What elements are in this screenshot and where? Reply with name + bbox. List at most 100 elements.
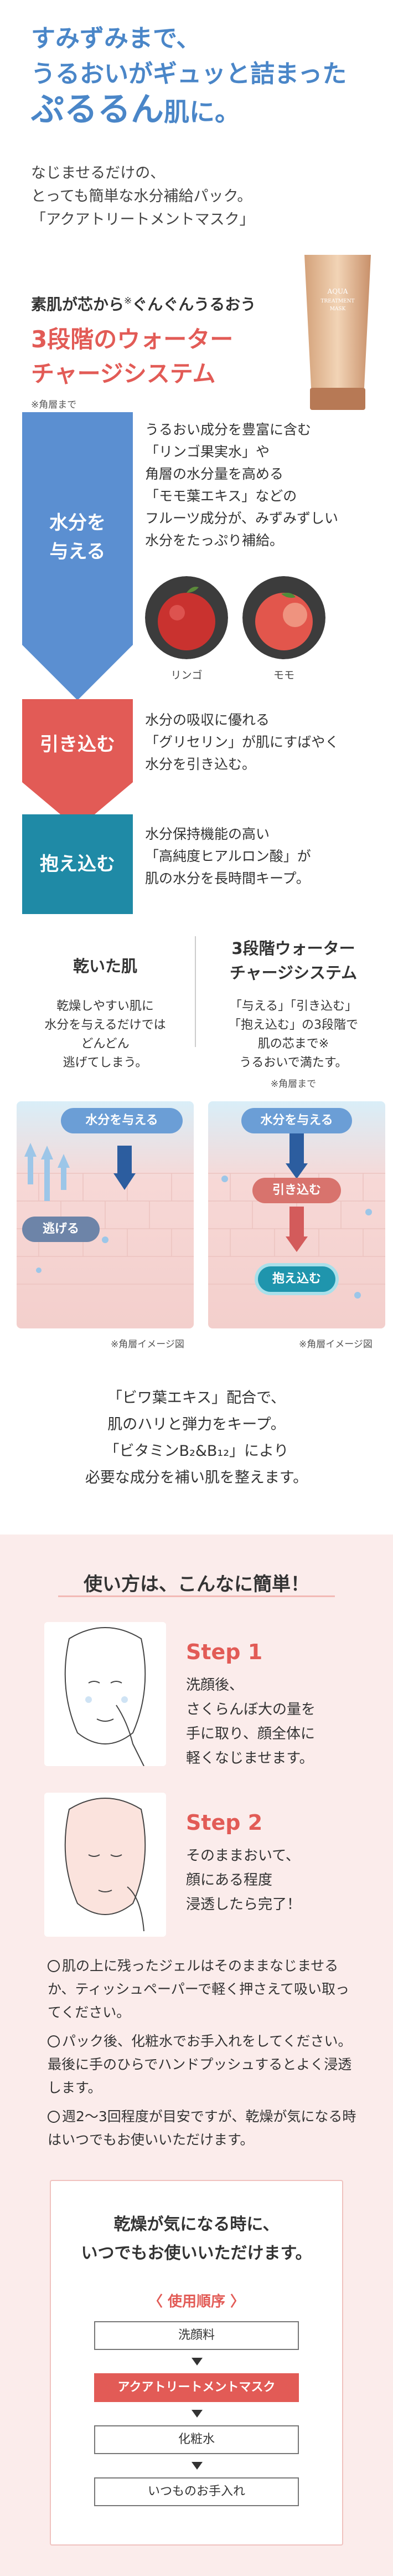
charge-title-2: チャージシステム <box>229 963 358 982</box>
dry-line: 逃げてしまう。 <box>63 1056 148 1070</box>
step-2-face-illustration <box>44 1793 166 1937</box>
usage-note-3-text: 週2～3回程度が目安ですが、乾燥が気になる時はいつでもお使いいただけます。 <box>48 2108 356 2148</box>
hero-emphasis: ぷるるん <box>31 90 164 129</box>
charge-line: 「与える」「引き込む」 <box>229 999 358 1013</box>
step-1-line: 「モモ葉エキス」などの <box>145 488 297 504</box>
product-brand-1: AQUA <box>327 288 348 295</box>
charge-system-diagram <box>208 1101 385 1328</box>
step-1-description: うるおい成分を豊富に含む 「リンゴ果実水」や 角層の水分量を高める 「モモ葉エキ… <box>145 419 338 552</box>
charge-body: 「与える」「引き込む」 「抱え込む」の3段階で 肌の芯まで※ うるおいで満たす。 <box>205 997 382 1073</box>
step-1-text-line: 軽くなじませます。 <box>186 1750 314 1767</box>
order-arrow-icon <box>192 2462 203 2470</box>
hero-line-3: ぷるるん肌に。 <box>31 92 347 130</box>
step-1-line: 「リンゴ果実水」や <box>145 444 270 460</box>
step-1-heading: Step 1 <box>186 1640 263 1664</box>
lead-part-a: 素肌が芯から <box>31 295 125 314</box>
water-charge-note: ※角層まで <box>31 399 77 410</box>
water-charge-title: 3段階のウォーター チャージシステム <box>31 322 233 391</box>
order-lead-2: いつでもお使いいただけます。 <box>81 2244 312 2263</box>
charge-pull-pill: 引き込む <box>252 1178 341 1203</box>
closing-text: 「ビワ葉エキス」配合で、 肌のハリと弾力をキープ。 「ビタミンB₂&B₁₂」によ… <box>0 1385 393 1491</box>
water-charge-title-1: 3段階のウォーター <box>31 326 234 353</box>
hero-subtext: なじませるだけの、 とっても簡単な水分補給パック。 「アクアトリートメントマスク… <box>31 162 255 232</box>
charge-line: 「抱え込む」の3段階で <box>229 1018 358 1032</box>
step-1-face-illustration <box>44 1622 166 1766</box>
step-1-text: 洗顔後、 さくらんぼ大の量を 手に取り、顔全体に 軽くなじませます。 <box>186 1673 316 1771</box>
howto-underline <box>58 1595 335 1597</box>
bullet-circle-icon <box>48 2111 60 2123</box>
charge-give-pill: 水分を与える <box>241 1108 352 1133</box>
step-1-line: フルーツ成分が、みずみずしい <box>145 510 339 526</box>
step-3-line: 「高純度ヒアルロン酸」が <box>145 848 311 864</box>
dry-skin-title: 乾いた肌 <box>73 957 137 976</box>
charge-line: 肌の芯まで※ <box>257 1037 329 1051</box>
charge-caption: ※角層イメージ図 <box>299 1339 373 1350</box>
dry-give-pill: 水分を与える <box>61 1108 183 1133</box>
order-step-toner: 化粧水 <box>94 2425 299 2454</box>
bullet-circle-icon <box>48 1960 60 1972</box>
peach-caption: モモ <box>273 669 294 681</box>
water-charge-lead: 素肌が芯から※ぐんぐんうるおう <box>31 293 256 315</box>
dry-skin-diagram <box>17 1101 194 1328</box>
closing-line: 肌のハリと弾力をキープ。 <box>107 1416 286 1433</box>
order-arrow-icon <box>192 2410 203 2418</box>
usage-note-3: 週2～3回程度が目安ですが、乾燥が気になる時はいつでもお使いいただけます。 <box>48 2105 358 2152</box>
order-step-cleanser: 洗顔料 <box>94 2321 299 2350</box>
apple-caption: リンゴ <box>170 669 203 681</box>
step-1-text-line: さくらんぼ大の量を <box>186 1701 316 1718</box>
product-brand-3: MASK <box>330 306 346 312</box>
order-lead: 乾燥が気になる時に、 いつでもお使いいただけます。 <box>0 2210 393 2268</box>
usage-note-1: 肌の上に残ったジェルはそのままなじませるか、ティッシュペーパーで軽く押さえて吸い… <box>48 1954 358 2024</box>
charge-hold-pill: 抱え込む <box>258 1266 335 1292</box>
order-heading: 〈 使用順序 〉 <box>148 2293 245 2310</box>
closing-line: 「ビワ葉エキス」配合で、 <box>107 1389 286 1407</box>
step-3-label: 抱え込む <box>40 853 115 875</box>
step-1-text-line: 手に取り、顔全体に <box>186 1726 315 1742</box>
dry-line: 乾燥しやすい肌に <box>56 999 154 1013</box>
step-2-line: 水分の吸収に優れる <box>145 712 270 728</box>
step-1-label-2: 与える <box>49 541 106 563</box>
lead-part-b: ぐんぐんうるおう <box>132 295 256 314</box>
order-arrow-icon <box>192 2358 203 2365</box>
usage-note-2-text: パック後、化粧水でお手入れをしてください。最後に手のひらでハンドプッシュするとよ… <box>48 2033 352 2096</box>
usage-note-1-text: 肌の上に残ったジェルはそのままなじませるか、ティッシュペーパーで軽く押さえて吸い… <box>48 1958 350 2020</box>
charge-line: うるおいで満たす。 <box>239 1056 348 1070</box>
usage-note-2: パック後、化粧水でお手入れをしてください。最後に手のひらでハンドプッシュするとよ… <box>48 2030 358 2100</box>
step-3-description: 水分保持機能の高い 「高純度ヒアルロン酸」が 肌の水分を長時間キープ。 <box>145 823 311 890</box>
bullet-circle-icon <box>48 2035 60 2048</box>
step-2-line: 水分を引き込む。 <box>145 756 256 772</box>
comparison-divider <box>195 936 196 1047</box>
step-2-arrow-shape <box>22 699 133 829</box>
dry-skin-body: 乾燥しやすい肌に 水分を与えるだけでは どんどん 逃げてしまう。 <box>17 997 194 1073</box>
closing-line: 必要な成分を補い肌を整えます。 <box>85 1469 308 1486</box>
apple-image <box>145 576 228 659</box>
water-charge-title-2: チャージシステム <box>31 360 216 387</box>
lead-mark: ※ <box>124 295 132 307</box>
step-2-heading: Step 2 <box>186 1810 263 1835</box>
step-3-line: 水分保持機能の高い <box>145 826 270 842</box>
step-2-text: そのままおいて、 顔にある程度 浸透したら完了！ <box>186 1844 301 1917</box>
step-1-line: うるおい成分を豊富に含む <box>145 422 312 438</box>
peach-image <box>242 576 325 659</box>
charge-title-1: 3段階ウォーター <box>231 939 355 958</box>
hero-line-3-rest: 肌に。 <box>164 97 240 127</box>
hero-line-1: すみずみまで、 <box>31 24 201 53</box>
order-step-mask: アクアトリートメントマスク <box>94 2373 299 2402</box>
hero-line-2: うるおいがギュッと詰まった <box>31 60 347 88</box>
charge-note: ※角層まで <box>270 1079 317 1090</box>
howto-title: 使い方は、こんなに簡単！ <box>84 1573 309 1595</box>
product-brand-2: TREATMENT <box>320 299 354 304</box>
dry-caption: ※角層イメージ図 <box>111 1339 184 1350</box>
dry-escape-pill: 逃げる <box>22 1217 100 1242</box>
step-1-arrow-shape <box>22 412 133 700</box>
hero-headline: すみずみまで、 うるおいがギュッと詰まった ぷるるん肌に。 <box>31 21 347 130</box>
dry-line: どんどん <box>81 1037 130 1051</box>
step-2-line: 「グリセリン」が肌にすばやく <box>145 734 339 750</box>
step-1-label-1: 水分を <box>49 512 106 534</box>
order-step-routine: いつものお手入れ <box>94 2477 299 2506</box>
order-lead-1: 乾燥が気になる時に、 <box>113 2215 280 2234</box>
product-tube-image: AQUA TREATMENT MASK <box>304 255 371 410</box>
dry-line: 水分を与えるだけでは <box>44 1018 166 1032</box>
closing-line: 「ビタミンB₂&B₁₂」により <box>104 1443 289 1460</box>
